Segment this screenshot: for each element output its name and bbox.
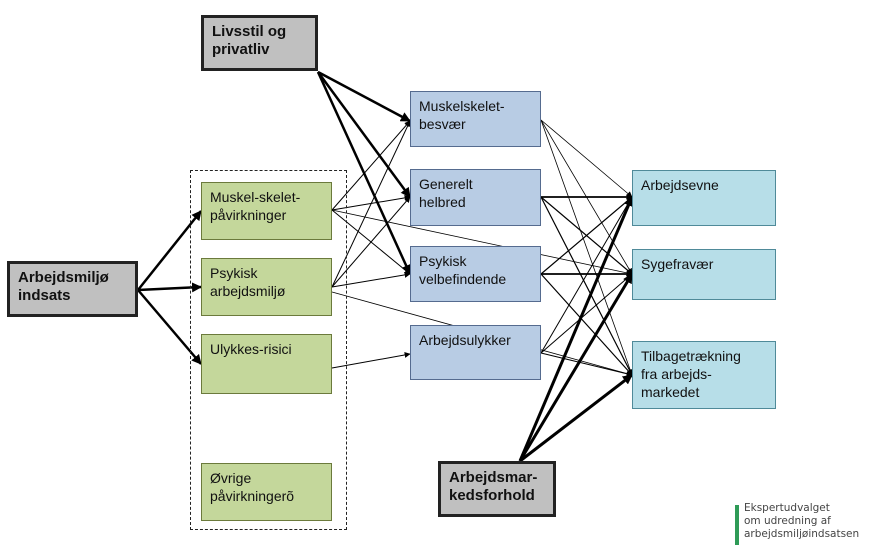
arrow-edge-28 — [518, 196, 634, 462]
node-psykisk-velbefindende: Psykisk velbefindende — [410, 246, 541, 302]
arrow-edge-4 — [317, 70, 411, 123]
arrow-edge-24 — [540, 273, 633, 354]
node-tilbagetraekning: Tilbagetrækning fra arbejds- markedet — [632, 341, 776, 409]
arrow-edge-7 — [331, 120, 411, 211]
arrow-edge-22 — [540, 273, 633, 376]
arrow-edge-5 — [316, 71, 412, 198]
arrow-edge-29 — [518, 273, 634, 462]
arrow-edge-23 — [540, 196, 633, 354]
arrow-edge-27 — [331, 209, 633, 276]
node-livsstil: Livsstil og privatliv — [201, 15, 318, 71]
node-muskel-skelet-pavirkninger: Muskel-skelet- påvirkninger — [201, 182, 332, 240]
arrow-edge-25 — [540, 352, 633, 377]
arrow-edge-10 — [331, 120, 411, 288]
exposure-group-frame — [190, 170, 347, 530]
arrow-edge-30 — [519, 373, 633, 463]
node-generelt-helbred: Generelt helbred — [410, 169, 541, 226]
node-ovrige-pavirkninger: Øvrige påvirkningerõ — [201, 463, 332, 521]
node-muskelskelet-besvaer: Muskelskelet- besvær — [410, 91, 541, 147]
node-arbejdsmarkedsforhold: Arbejdsmar- kedsforhold — [438, 461, 556, 517]
arrow-edge-19 — [540, 196, 633, 376]
organization-logo: Ekspertudvalget om udredning af arbejdsm… — [735, 502, 885, 546]
node-arbejdsevne: Arbejdsevne — [632, 170, 776, 226]
node-psykisk-arbejdsmiljo: Psykisk arbejdsmiljø — [201, 258, 332, 316]
logo-bar-icon — [735, 505, 739, 545]
arrow-edge-20 — [540, 196, 633, 275]
node-ulykkes-risici: Ulykkes-risici — [201, 334, 332, 394]
arrow-edge-12 — [331, 271, 411, 288]
arrow-edge-13 — [331, 352, 411, 369]
arrow-edge-14 — [540, 119, 633, 198]
node-arbejdsulykker: Arbejdsulykker — [410, 325, 541, 380]
arrow-edge-11 — [331, 196, 411, 288]
logo-text: Ekspertudvalget om udredning af arbejdsm… — [744, 502, 860, 540]
node-arbejdsmiljo-indsats: Arbejdsmiljø indsats — [7, 261, 138, 317]
arrow-edge-16 — [540, 119, 634, 376]
node-sygefravaer: Sygefravær — [632, 249, 776, 300]
